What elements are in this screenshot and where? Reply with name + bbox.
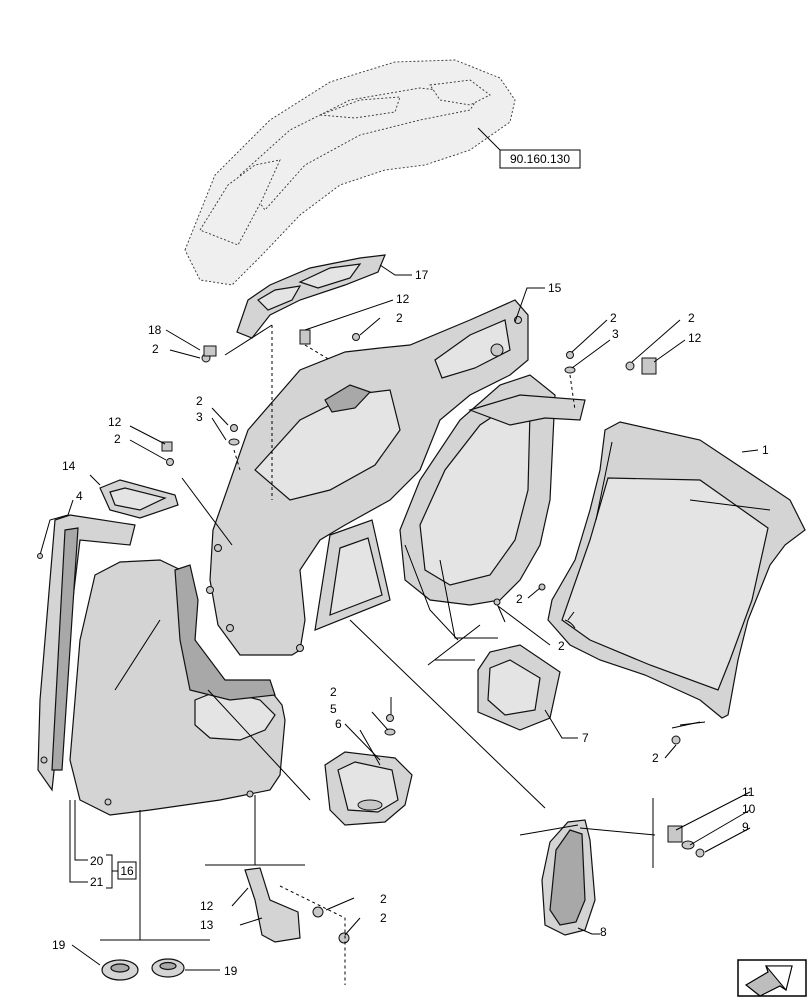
callout-4: 4 [76,489,83,503]
callout-9: 9 [742,820,749,834]
callout-19a: 19 [52,938,66,952]
reference-callout: 90.160.130 [477,127,581,169]
part-4-pillar-trim: 4 [37,489,136,792]
callout-2a: 2 [152,342,159,356]
callout-2j: 2 [330,685,337,699]
part-17-panel-cover: 17 [236,254,429,339]
callout-13: 13 [200,918,214,932]
callout-19b: 19 [224,964,238,978]
callout-numbers: 18 2 12 2 2 3 12 2 2 3 2 12 2 2 2 2 5 11… [90,292,756,925]
callout-2l: 2 [380,911,387,925]
reference-label: 90.160.130 [510,152,570,166]
part-8-vent-grille: 8 [541,819,607,939]
callout-2e: 2 [610,311,617,325]
callout-12a: 12 [396,292,410,306]
callout-20: 20 [90,854,104,868]
group-bracket-16: 16 [106,854,137,889]
callout-11: 11 [742,785,755,799]
callout-2f: 2 [688,311,695,325]
fasteners [161,329,705,944]
callout-1: 1 [762,443,769,457]
callout-6: 6 [335,717,342,731]
callout-16: 16 [120,864,134,878]
part-19-grommets: 19 19 [52,938,238,981]
callout-18: 18 [148,323,162,337]
callout-12b: 12 [108,415,122,429]
callout-8: 8 [600,925,607,939]
side-wall-panel [399,374,586,641]
callout-17: 17 [415,268,429,282]
callout-2g: 2 [516,592,523,606]
callout-21: 21 [90,875,104,889]
reference-box [499,149,581,169]
leader-lines [69,299,751,985]
cab-frame-reference-ghost [184,59,516,286]
callout-3b: 3 [612,327,619,341]
part-13-bracket: 13 12 [200,867,301,943]
part-7-storage-lid: 7 [477,644,589,745]
callout-12c: 12 [688,331,702,345]
next-page-arrow-icon[interactable] [737,959,807,997]
part-15-console-trim: 15 [206,281,562,656]
group-box-16 [117,861,137,880]
callout-10: 10 [742,802,756,816]
callout-2h: 2 [558,639,565,653]
callout-12d: 12 [200,899,214,913]
callout-3a: 3 [196,410,203,424]
callout-14: 14 [62,459,76,473]
part-14-bracket: 14 [62,459,179,519]
callout-2b: 2 [396,311,403,325]
callout-7: 7 [582,731,589,745]
fastener-hole [214,544,222,552]
part-6-storage-tray: 6 [324,717,413,826]
part-1-rear-panel: 1 [547,421,806,719]
callout-5: 5 [330,702,337,716]
callout-2c: 2 [196,394,203,408]
grille-mesh [549,829,586,926]
parts-20-21-lower-trim [69,559,311,816]
callout-2i: 2 [652,751,659,765]
callout-15: 15 [548,281,562,295]
callout-2k: 2 [380,892,387,906]
callout-2d: 2 [114,432,121,446]
